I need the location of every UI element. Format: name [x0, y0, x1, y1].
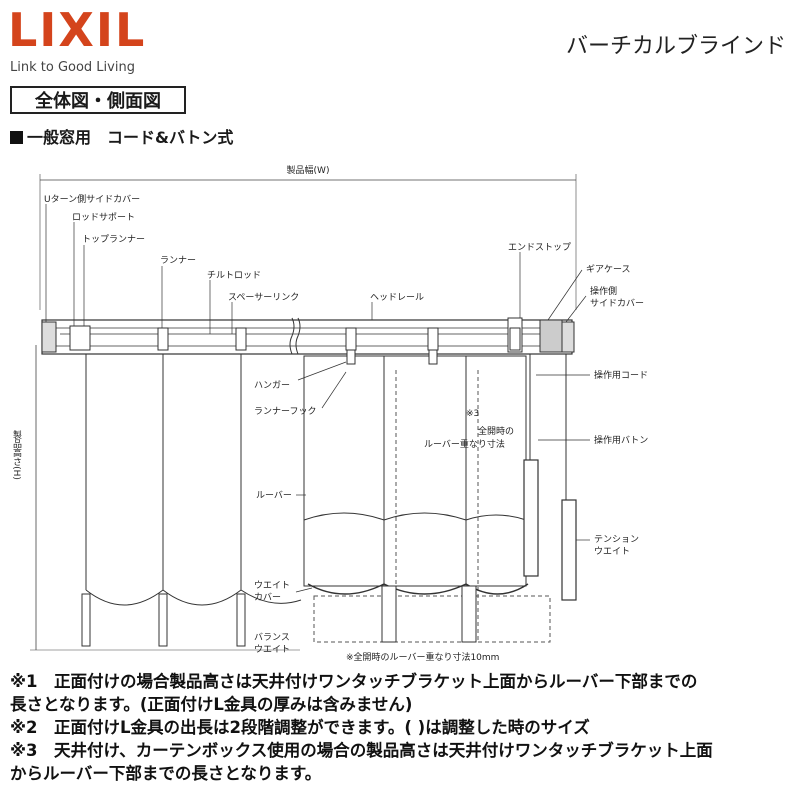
note-line-1: ※1 正面付けの場合製品高さは天井付けワンタッチブラケット上面からルーバー下部ま…: [10, 672, 698, 691]
runners: [157, 327, 521, 351]
runner-4: [427, 327, 439, 351]
label-op-cord: 操作用コード: [594, 369, 648, 381]
leader-gear-case: [547, 269, 583, 321]
left-weights: [81, 593, 246, 647]
louver-break-line: [303, 512, 527, 521]
label-tension-2: ウエイト: [594, 546, 630, 557]
hanger-1: [346, 349, 356, 365]
hangers: [346, 349, 438, 365]
bottom-weight-2: [461, 585, 477, 643]
label-u-turn-cover: Uターン側サイドカバー: [44, 193, 140, 205]
label-overlap-1: 全開時の: [478, 425, 514, 437]
runner-2: [235, 327, 247, 351]
label-balance-2: ウエイト: [254, 644, 290, 655]
label-overlap-bottom: ※全開時のルーバー重なり寸法10mm: [346, 651, 499, 663]
label-gear-case: ギアケース: [586, 264, 631, 275]
blind-diagram: 製品幅(W) 製品高さ(H): [11, 164, 648, 663]
weight-3: [236, 593, 246, 647]
head-rail: [41, 319, 573, 355]
gear-case: [539, 319, 563, 353]
label-runner: ランナー: [160, 255, 196, 266]
brand-logo: LIXIL: [8, 3, 147, 57]
leader-weight-cover: [295, 587, 313, 593]
note-line-3: ※2 正面付けL金具の出長は2段階調整ができます。( )は調整した時のサイズ: [10, 718, 590, 737]
label-tension-1: テンション: [594, 534, 639, 545]
brand-tagline: Link to Good Living: [10, 60, 135, 75]
note-line-2: 長さとなります。(正面付けL金具の厚みは含みません): [10, 695, 413, 714]
label-rod-support: ロッドサポート: [72, 212, 135, 223]
leader-hanger: [297, 361, 347, 381]
break-mark-right: [295, 317, 301, 355]
bottom-chain: [85, 589, 302, 606]
height-label-group: 製品高さ(H): [11, 429, 22, 480]
product-name: バーチカルブラインド: [565, 34, 786, 59]
leader-runner-hook: [321, 371, 347, 409]
section-subtitle: 一般窓用 コード&バトン式: [10, 124, 233, 148]
label-overlap-2: ルーバー重なり寸法: [424, 438, 505, 450]
square-bullet-icon: [10, 131, 23, 144]
label-head-rail: ヘッドレール: [370, 293, 424, 303]
label-weight-cover-2: カバー: [254, 592, 281, 603]
label-op-baton: 操作用バトン: [594, 434, 648, 446]
weight-2: [158, 593, 168, 647]
runner-5: [509, 327, 521, 351]
bottom-weight-1: [381, 585, 397, 643]
balance-weight-outline: [313, 595, 551, 643]
louver-3: [465, 355, 527, 587]
op-baton: [523, 459, 539, 577]
u-turn-side-cover: [41, 321, 57, 353]
label-end-stop: エンドストップ: [508, 242, 571, 253]
label-weight-cover-1: ウエイト: [254, 580, 290, 591]
label-hanger: ハンガー: [254, 380, 290, 391]
hanger-2: [428, 349, 438, 365]
label-spacer-link: スペーサーリンク: [228, 292, 299, 303]
label-louver: ルーバー: [256, 490, 292, 501]
notes-section: ※1 正面付けの場合製品高さは天井付けワンタッチブラケット上面からルーバー下部ま…: [10, 670, 794, 785]
label-runner-hook: ランナーフック: [254, 406, 316, 417]
tension-weight: [561, 499, 577, 601]
louver-1: [303, 355, 385, 587]
width-label: 製品幅(W): [287, 164, 330, 176]
left-cords: [85, 354, 302, 606]
break-mark-left: [289, 317, 295, 355]
label-top-runner: トップランナー: [82, 234, 145, 245]
label-op-side-cover-2: サイドカバー: [590, 298, 644, 309]
weight-cover-chain: [307, 583, 529, 595]
note-line-5: からルーバー下部までの長さとなります。: [10, 764, 322, 783]
label-balance-1: バランス: [254, 632, 290, 643]
top-runner-block: [69, 325, 91, 351]
label-note-mark: ※3: [466, 409, 479, 419]
louvers: [303, 355, 527, 587]
height-label: 製品高さ(H): [11, 429, 22, 480]
runner-3: [345, 327, 357, 351]
runner-1: [157, 327, 169, 351]
section-title: 全体図・側面図: [10, 86, 186, 114]
label-tilt-rod: チルトロッド: [207, 270, 261, 281]
leader-op-cover: [565, 295, 587, 323]
louver-2: [383, 355, 467, 587]
leader-lines: [45, 204, 590, 593]
note-line-4: ※3 天井付け、カーテンボックス使用の場合の製品高さは天井付けワンタッチブラケッ…: [10, 741, 713, 760]
op-side-cover: [561, 321, 575, 353]
subtitle-text: 一般窓用 コード&バトン式: [27, 128, 234, 147]
weight-1: [81, 593, 91, 647]
label-op-side-cover-1: 操作側: [590, 285, 617, 297]
bottom-weights: [381, 585, 477, 643]
